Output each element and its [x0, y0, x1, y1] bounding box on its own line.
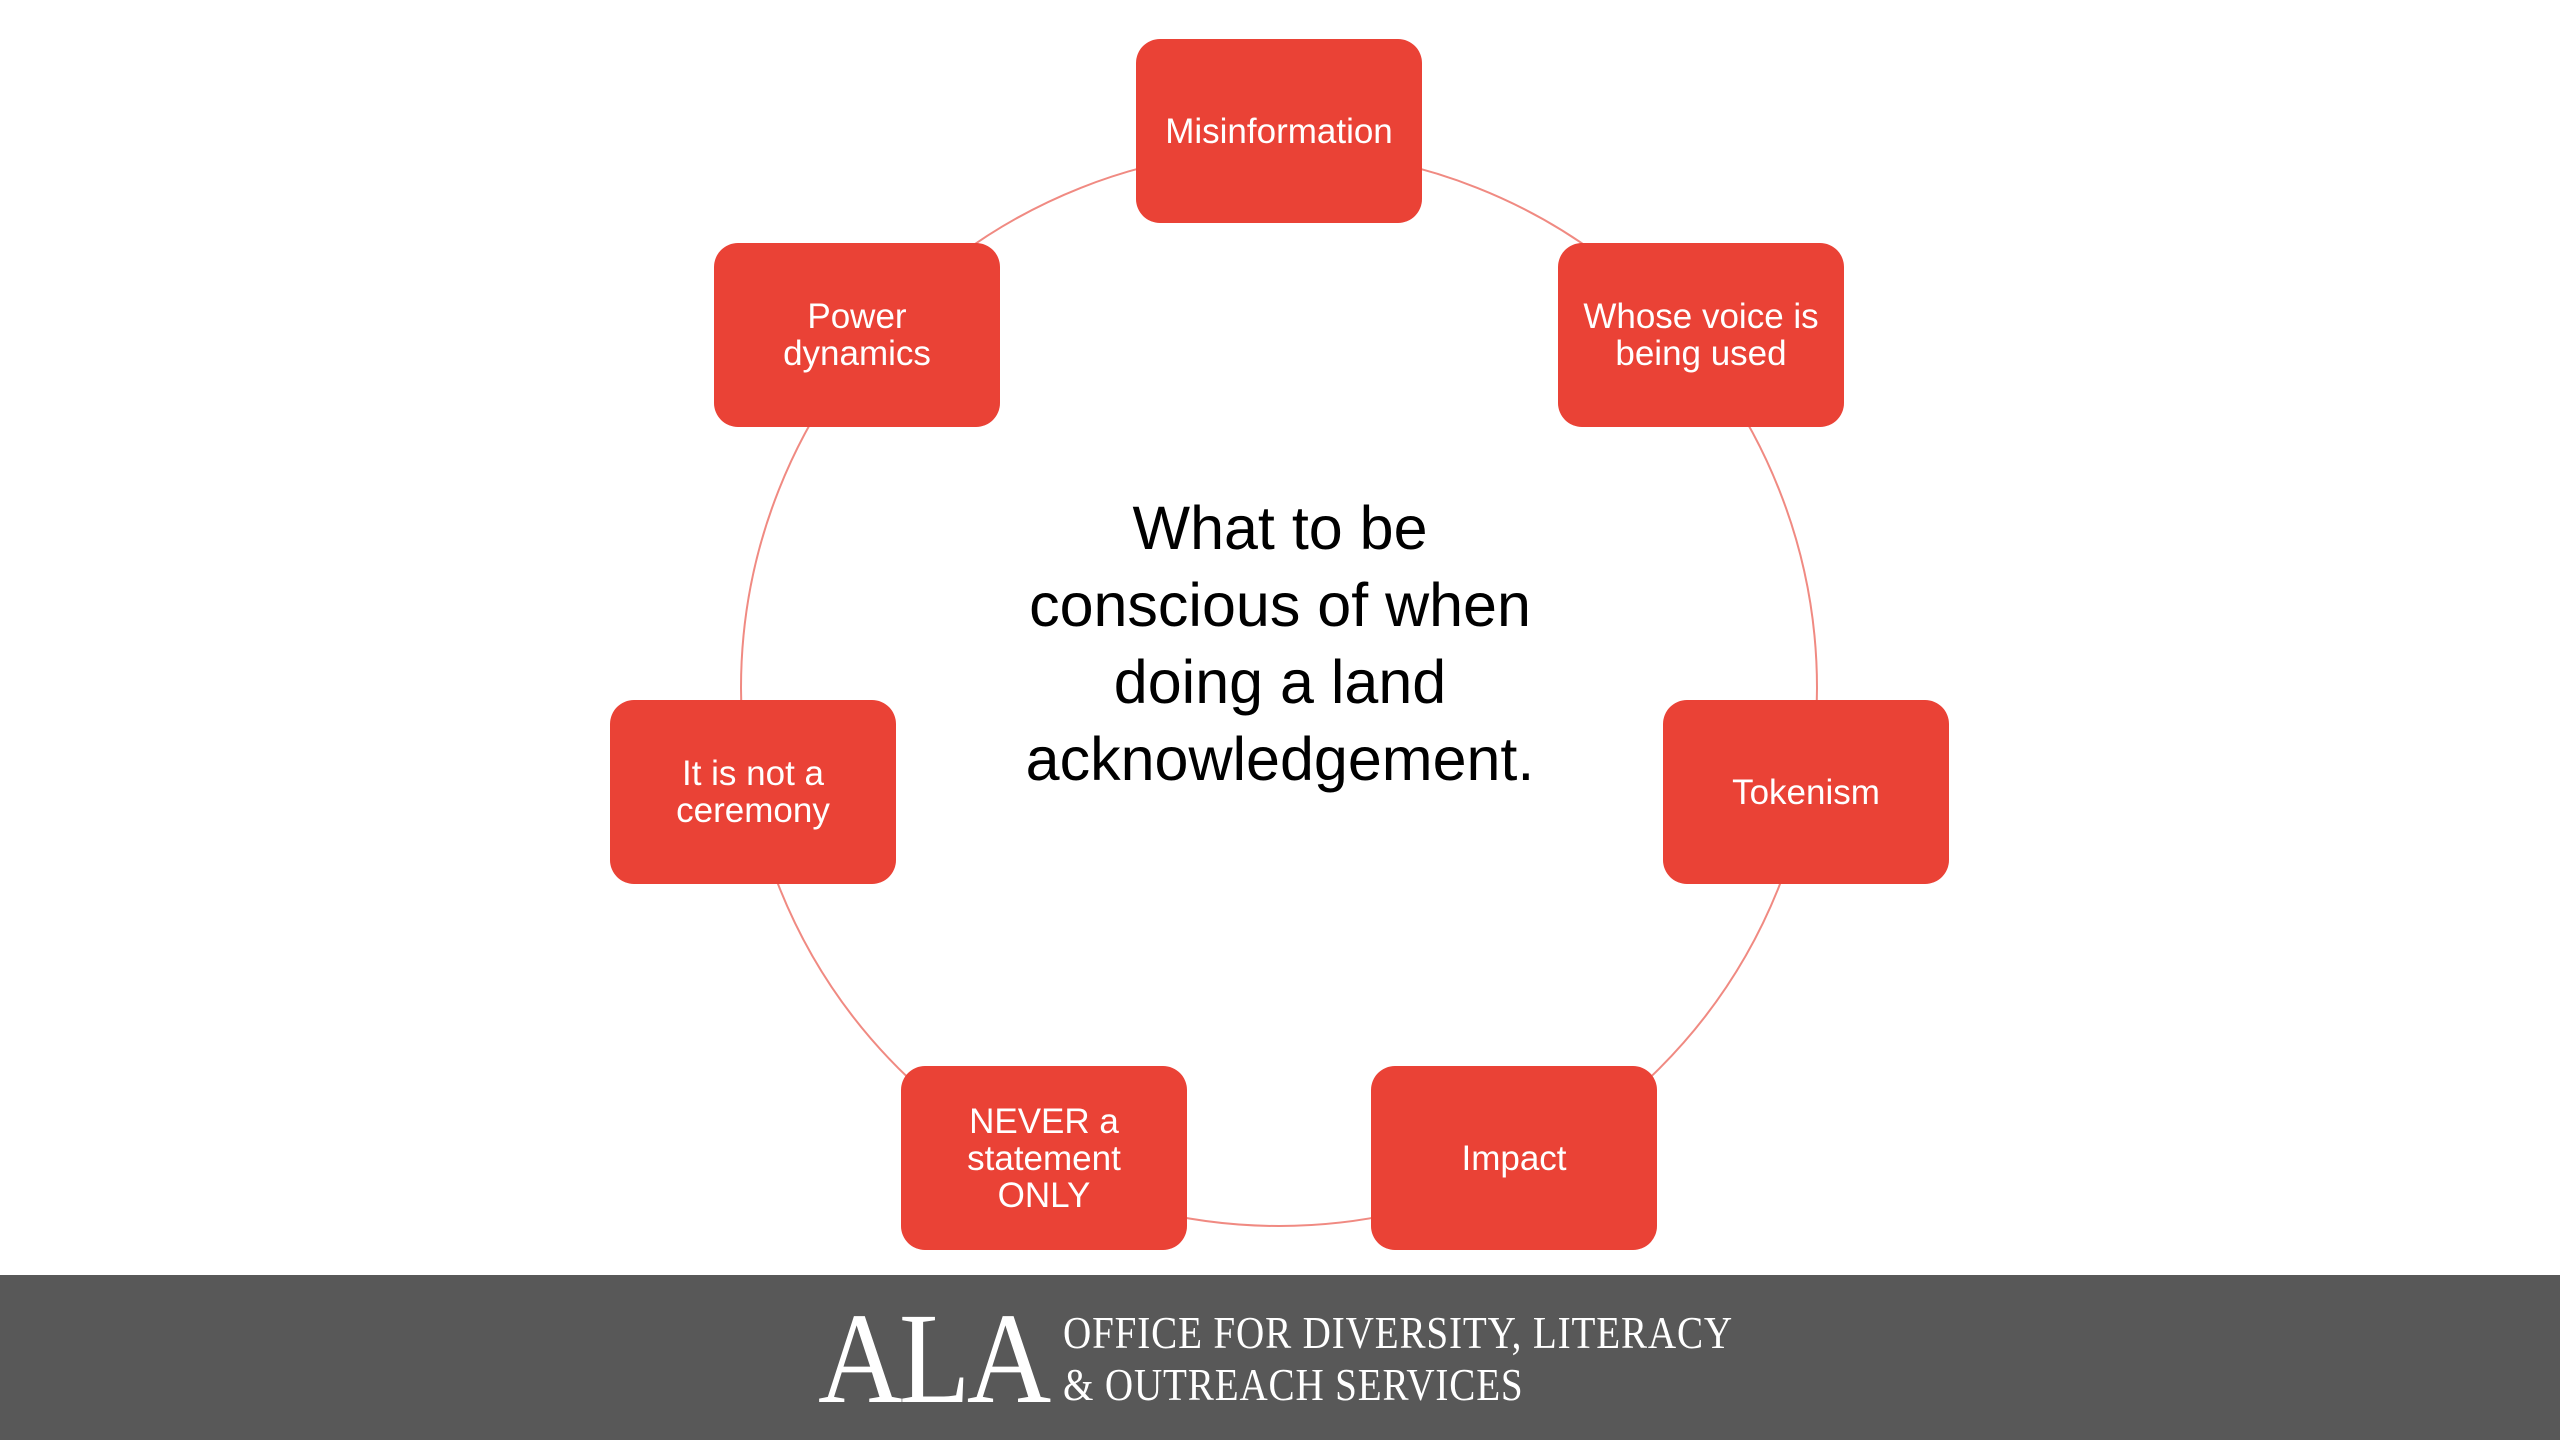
- center-title: What to be conscious of when doing a lan…: [1025, 494, 1535, 793]
- cycle-node-tokenism[interactable]: Tokenism: [1663, 700, 1949, 884]
- cycle-node-label: NEVER a statement ONLY: [967, 1101, 1121, 1215]
- cycle-node-label: Misinformation: [1165, 111, 1393, 151]
- cycle-node-label: Power dynamics: [783, 297, 931, 373]
- cycle-node-whose-voice[interactable]: Whose voice is being used: [1558, 243, 1844, 427]
- cycle-node-impact[interactable]: Impact: [1371, 1066, 1657, 1250]
- org-name-line-2: & OUTREACH SERVICES: [1063, 1359, 1524, 1410]
- cycle-node-misinformation[interactable]: Misinformation: [1136, 39, 1422, 223]
- cycle-node-never-statement[interactable]: NEVER a statement ONLY: [901, 1066, 1187, 1250]
- cycle-node-label: Whose voice is being used: [1583, 297, 1819, 373]
- cycle-node-label: Impact: [1461, 1138, 1567, 1178]
- org-name: OFFICE FOR DIVERSITY, LITERACY & OUTREAC…: [1063, 1307, 1733, 1411]
- cycle-node-not-ceremony[interactable]: It is not a ceremony: [610, 700, 896, 884]
- cycle-node-label: It is not a ceremony: [676, 754, 830, 830]
- ala-logo[interactable]: ALA OFFICE FOR DIVERSITY, LITERACY & OUT…: [818, 1287, 1851, 1431]
- footer-bar: [0, 1275, 2560, 1440]
- org-name-line-1: OFFICE FOR DIVERSITY, LITERACY: [1063, 1307, 1734, 1358]
- ala-logo-mark: ALA: [818, 1287, 1051, 1431]
- cycle-node-power-dynamics[interactable]: Power dynamics: [714, 243, 1000, 427]
- cycle-node-label: Tokenism: [1732, 772, 1880, 812]
